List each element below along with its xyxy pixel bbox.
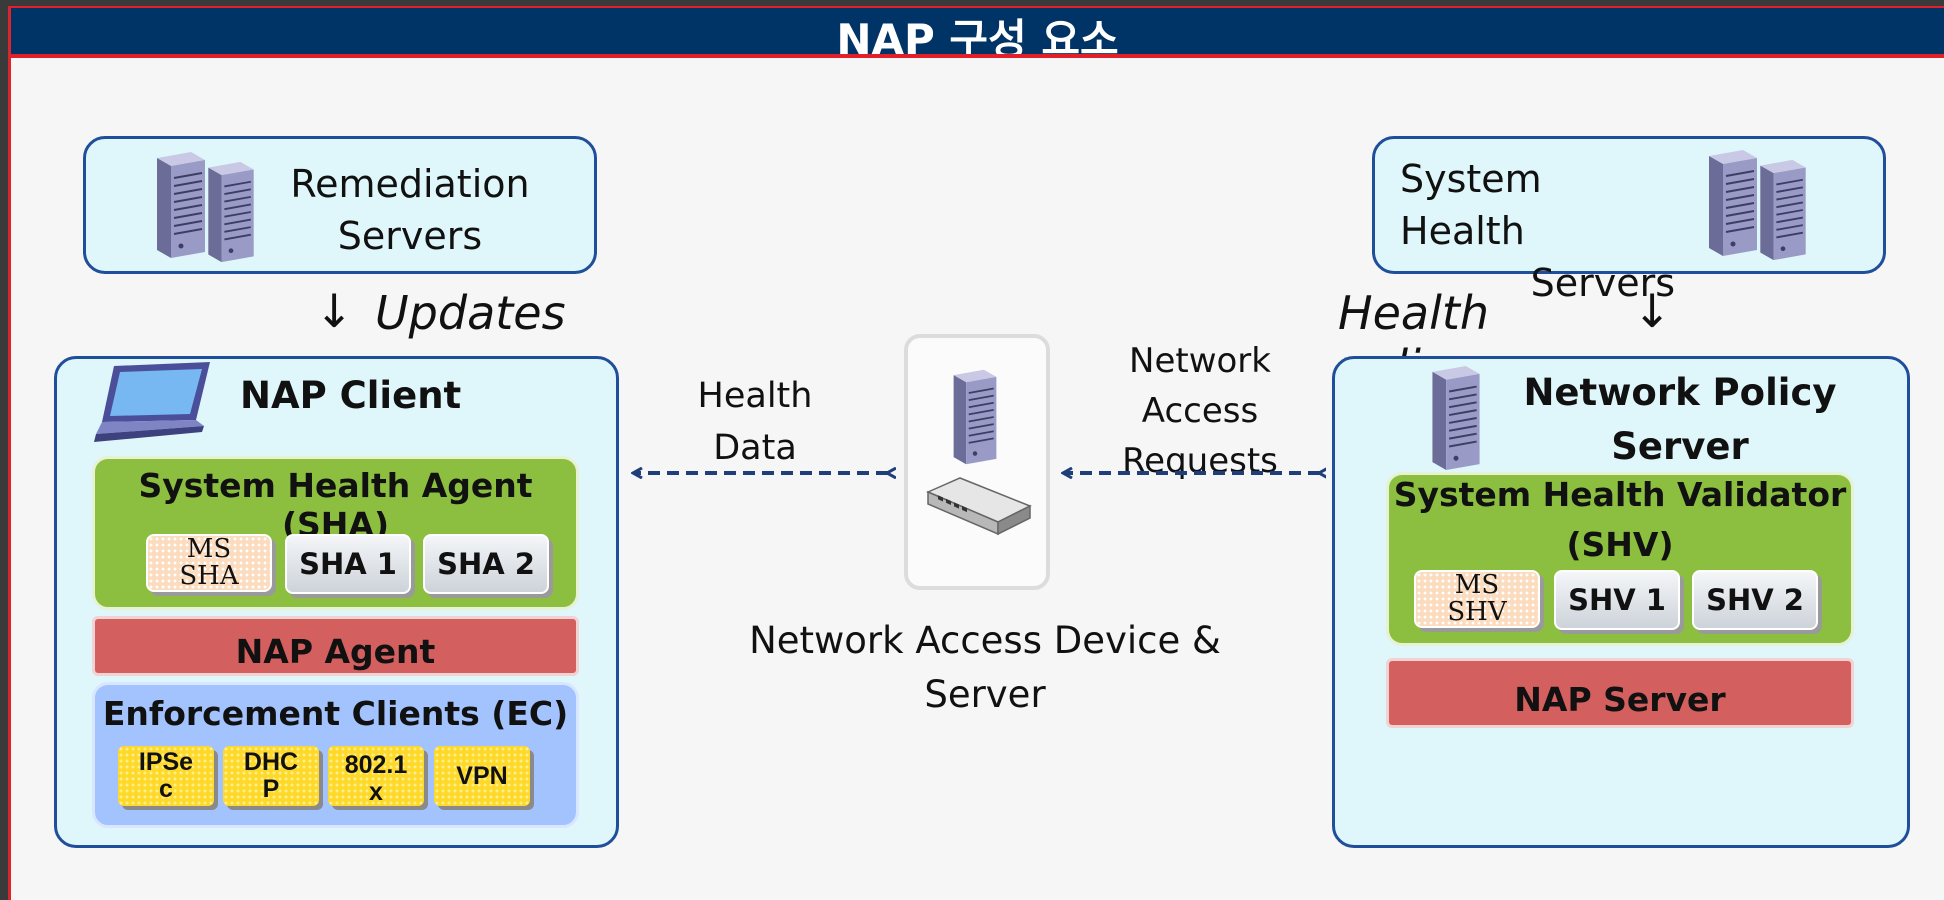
network-access-device-label: Network Access Device &Server (749, 619, 1221, 716)
ec-title: Enforcement Clients (EC) (102, 694, 569, 733)
nap-client-title: NAP Client (240, 374, 462, 417)
shv2-chip: SHV 2 (1692, 570, 1818, 630)
sha2-chip: SHA 2 (423, 534, 549, 594)
slide-title: NAP 구성 요소 (11, 6, 1944, 58)
network-switch-icon (926, 477, 1032, 536)
sha1-chip: SHA 1 (285, 534, 411, 594)
nps-server-icon (1430, 364, 1482, 472)
system-health-servers-label: System Health Servers (1400, 157, 1675, 305)
sha-title: System Health Agent (SHA) (138, 466, 533, 544)
vpn-chip: VPN (434, 746, 530, 806)
health-policy-arrow-icon: ↓ (1632, 284, 1672, 338)
laptop-icon (94, 362, 210, 442)
system-health-server-icon (1707, 148, 1807, 260)
network-access-requests-arrow-icon (1056, 458, 1326, 488)
nad-server-icon (952, 368, 998, 466)
shv1-chip: SHV 1 (1554, 570, 1680, 630)
health-data-arrow-icon (626, 458, 896, 488)
nap-agent-bar: NAP Agent (92, 616, 579, 676)
shv-title: System Health Validator(SHV) (1393, 475, 1847, 564)
updates-arrow-icon: ↓ (314, 284, 354, 338)
updates-label: Updates (375, 286, 566, 340)
nap-server-bar: NAP Server (1386, 658, 1854, 728)
remediation-server-icon (155, 150, 255, 262)
